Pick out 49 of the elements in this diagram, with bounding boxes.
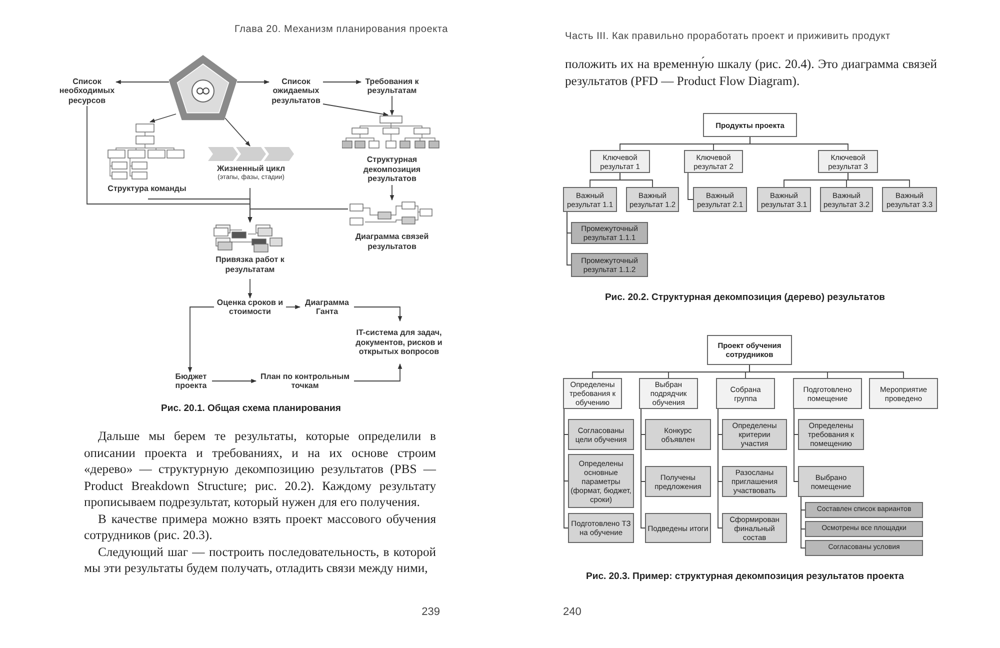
- connector-line: [640, 408, 646, 528]
- connector-line: [564, 408, 568, 528]
- figure-caption: Рис. 20.3. Пример: структурная декомпозиция результатов проекта: [585, 571, 905, 582]
- step-label: Список ожидаемых результатов: [269, 76, 323, 106]
- arrow: [188, 306, 214, 373]
- connector-line: [749, 364, 904, 378]
- arrow: [115, 80, 170, 84]
- step-label: Бюджет проекта: [170, 372, 212, 390]
- paragraph: положить их на временну́ю шкалу (рис. 20.4). Это диаграмма связей результатов (PFD — Product Flow Diagram).: [565, 56, 937, 89]
- page-header: Глава 20. Механизм планирования проекта: [234, 24, 448, 35]
- page-number: 239: [420, 606, 440, 618]
- paragraph: В качестве примера можно взять проект массового обучения сотрудников (рис. 20.3).: [84, 510, 436, 544]
- step-label: Требования к результатам: [361, 76, 423, 96]
- paragraph: Следующий шаг — построить последовательность, в которой мы эти результаты будем получать, отладить связи между ними,: [84, 544, 436, 576]
- step-label: Диаграмма Ганта: [300, 298, 354, 316]
- arrow: [236, 80, 270, 84]
- step-label: IT-система для задач, документов, рисков и открытых вопросов: [355, 321, 443, 364]
- step-label: Оценка сроков и стоимости: [214, 298, 286, 316]
- diagram-caption: Привязка работ к результатам: [214, 255, 286, 274]
- figure-caption: Рис. 20.1. Общая схема планирования: [160, 403, 342, 414]
- diagram-caption: Структура команды: [106, 184, 188, 194]
- connector-line: [718, 408, 722, 528]
- arrow: [286, 304, 301, 310]
- arrow: [390, 96, 394, 116]
- connector-line: [794, 408, 798, 482]
- arrow: [248, 278, 252, 299]
- arrow: [224, 118, 250, 146]
- arrow: [354, 363, 402, 382]
- step-label: Список необходимых ресурсов: [58, 76, 116, 106]
- arrow: [149, 114, 176, 123]
- arrow: [322, 80, 362, 84]
- connector-line: [750, 136, 848, 150]
- arrow: [248, 208, 348, 223]
- diagram-caption: Структурная декомпозиция результатов: [362, 155, 422, 184]
- page-header: Часть III. Как правильно проработать проект и приживить продукт: [565, 31, 892, 42]
- diagram-caption: Диаграмма связей результатов: [354, 232, 430, 251]
- paragraph: Дальше мы берем те результаты, которые определили в описании проекта и требованиях, и на их основе строим «дерево» — структурную декомпозицию результатов (PBS — Product Breakdown Structure; рис. 20.2). Каждому результату прописываем подрезультат, который нужен для его получения.: [84, 428, 436, 510]
- connector-line: [688, 172, 694, 200]
- step-label: План по контрольным точкам: [256, 372, 354, 390]
- arrow: [212, 378, 257, 384]
- page-number: 240: [563, 606, 582, 618]
- arrow: [390, 184, 394, 201]
- connector-line: [620, 172, 653, 188]
- arrow: [322, 104, 389, 116]
- figure-caption: Рис. 20.2. Структурная декомпозиция (дерево) результатов: [604, 292, 886, 303]
- arrow: [354, 306, 402, 322]
- diagram-caption: Жизненный цикл: [216, 164, 286, 174]
- connector-line: [800, 496, 806, 548]
- connector-line: [566, 212, 572, 266]
